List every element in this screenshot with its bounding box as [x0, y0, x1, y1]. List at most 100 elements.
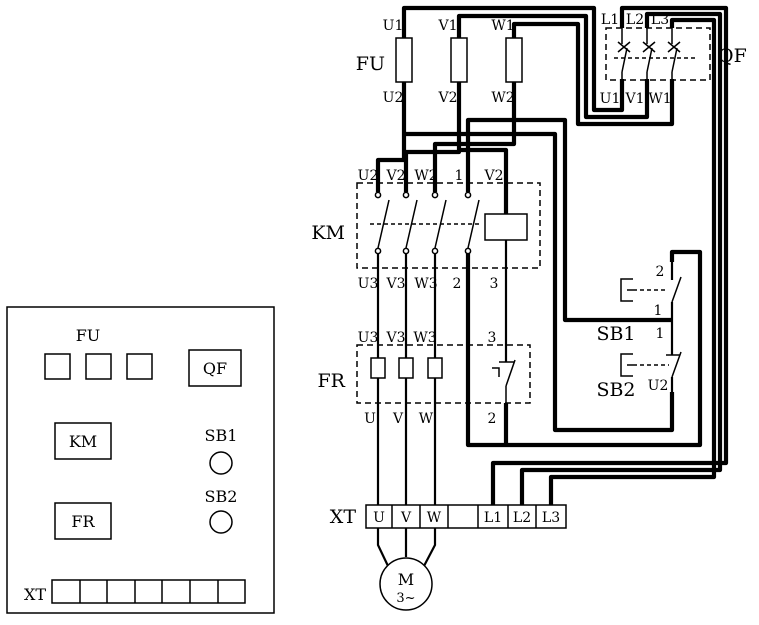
panel-fuse-1	[44, 353, 71, 380]
km-top-1: 1	[455, 168, 464, 184]
fr-top-v3: V3	[385, 330, 405, 346]
km-contact-dot	[431, 247, 439, 255]
sb2-top-1: 1	[656, 326, 665, 342]
fu-bot-w2: W2	[491, 90, 514, 106]
fuse-1	[395, 37, 413, 83]
sb1-blade	[671, 276, 682, 303]
fu-label: FU	[356, 53, 385, 75]
km-bot-3: 3	[490, 276, 499, 292]
panel-xt-dividers	[79, 580, 219, 603]
fuse-2	[450, 37, 468, 83]
fr-heater-1	[370, 357, 386, 379]
panel-xt-label: XT	[24, 585, 46, 604]
panel-fr-label: FR	[71, 512, 95, 531]
qf-label: QF	[718, 45, 747, 67]
panel-sb2-button	[209, 510, 233, 534]
km-contact-dot	[464, 247, 472, 255]
fr-box	[356, 344, 531, 404]
km-box	[356, 182, 541, 269]
wire-fu-to-km	[375, 81, 517, 192]
fr-nc-contact	[492, 359, 516, 403]
km-contact-dot	[431, 191, 439, 199]
panel-km-box	[54, 422, 112, 460]
fr-top-u3: U3	[358, 330, 379, 346]
fu-bot-v2: V2	[437, 90, 457, 106]
km-bot-u3: U3	[358, 276, 379, 292]
sb1-start-button: SB1 2 1	[596, 264, 682, 345]
wiring-runs	[375, 5, 729, 505]
fuse-3	[505, 37, 523, 83]
km-contact-dot	[374, 191, 382, 199]
wire-xt-to-qf-supply	[490, 5, 729, 505]
motor-m-label: M	[398, 570, 414, 589]
fr-bot-2: 2	[488, 411, 497, 427]
fu-top-w1: W1	[491, 18, 514, 34]
wiring-medium	[376, 240, 674, 567]
xt-cell-l3: L3	[542, 510, 560, 526]
xt-cell-l2: L2	[513, 510, 531, 526]
qf-top-l3: L3	[651, 12, 669, 28]
fu-bot-u2: U2	[383, 90, 404, 106]
km-bot-v3: V3	[385, 276, 405, 292]
fr-bot-w: W	[419, 411, 434, 427]
qf-bot-w1: W1	[648, 91, 671, 107]
fr-relay: FR U3 V3 W3 3 U V W 2	[318, 330, 531, 427]
fr-bot-u: U	[364, 411, 376, 427]
xt-terminal-strip: XT U V W L1 L2 L3	[330, 504, 567, 529]
motor-circle	[379, 557, 433, 611]
fr-top-w3: W3	[413, 330, 436, 346]
km-contact-dot	[374, 247, 382, 255]
fr-bot-v: V	[392, 411, 404, 427]
km-label: KM	[311, 222, 345, 244]
wire-sb1-2-to-aux2	[465, 249, 703, 448]
sb1-bot-1: 1	[654, 303, 663, 319]
fr-label: FR	[318, 370, 346, 392]
sb2-operator	[620, 353, 633, 377]
km-bot-2: 2	[453, 276, 462, 292]
wire-qf-to-fu	[401, 5, 675, 127]
sb1-top-2: 2	[656, 264, 665, 280]
km-contact-dot	[402, 191, 410, 199]
km-contactor: KM U2 V2 W2 1 V2 U3 V3 W3 2 3	[311, 168, 541, 292]
wire-km-to-fr	[376, 253, 437, 358]
panel-border	[6, 306, 275, 614]
km-contact-dot	[464, 191, 472, 199]
fu-top-u1: U1	[383, 18, 404, 34]
km-contact-blades	[377, 199, 480, 249]
fu-top-v1: V1	[437, 18, 457, 34]
km-top-v2-coil: V2	[483, 168, 503, 184]
wire-fr-to-xt	[376, 378, 437, 505]
qf-bot-v1: V1	[624, 91, 644, 107]
motor-phase-label: 3~	[396, 591, 415, 606]
wire-xt-to-motor	[376, 528, 437, 567]
xt-label: XT	[330, 506, 357, 528]
sb1-operator	[620, 278, 633, 302]
wire-u2-to-sb2	[404, 131, 675, 433]
xt-cell-v: V	[400, 510, 412, 526]
panel-sb1-label: SB1	[205, 426, 238, 445]
panel-fuse-3	[126, 353, 153, 380]
sb2-bot-u2: U2	[648, 378, 669, 394]
qf-top-l2: L2	[626, 12, 644, 28]
qf-breaker: QF L1 L2 L3 U1 V1 W1	[600, 12, 747, 107]
panel-km-label: KM	[69, 432, 97, 451]
km-contact-dot	[402, 247, 410, 255]
xt-dividers	[391, 505, 537, 528]
panel-fr-box	[54, 502, 112, 540]
panel-qf-box	[188, 349, 242, 387]
xt-cell-l1: L1	[484, 510, 502, 526]
fr-heater-3	[427, 357, 443, 379]
fr-top-3: 3	[488, 330, 497, 346]
panel-sb1-button	[209, 451, 233, 475]
qf-top-l1: L1	[601, 12, 619, 28]
sb2-label: SB2	[596, 379, 635, 401]
panel-sb2-label: SB2	[205, 487, 238, 506]
panel-qf-label: QF	[203, 359, 227, 378]
panel-fu-label: FU	[76, 326, 101, 345]
wire-km-aux1-to-sb	[465, 117, 672, 323]
km-coil	[484, 213, 528, 241]
qf-bot-u1: U1	[600, 91, 621, 107]
motor: M 3~	[379, 557, 433, 611]
fu-fuses: FU U1 V1 W1 U2 V2 W2	[356, 18, 523, 106]
